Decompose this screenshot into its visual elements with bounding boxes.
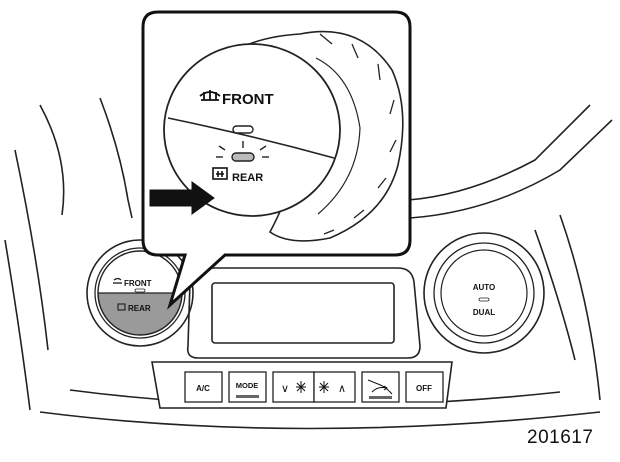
off-label: OFF [416,384,432,393]
fan-up-button[interactable]: ∧ [313,371,356,403]
off-button[interactable]: OFF [405,371,444,403]
fan-up-label: ∧ [338,383,346,395]
left-knob-rear-label: REAR [128,304,151,313]
mode-indicator [236,395,259,398]
ac-label: A/C [196,384,210,393]
zoom-front-label: FRONT [222,91,274,108]
mode-button[interactable]: MODE [228,371,267,403]
front-defroster-icon [199,90,221,101]
rear-defroster-icon [117,303,126,311]
left-knob[interactable]: FRONT REAR [86,239,194,347]
dual-label: DUAL [473,308,495,317]
zoom-knob[interactable]: FRONT REAR [163,30,404,242]
fan-down-label: ∨ [281,383,289,395]
zoom-rear-indicator [231,152,255,162]
figure-number: 201617 [527,427,594,448]
center-display [186,267,421,359]
front-defroster-icon [113,277,122,284]
right-knob[interactable]: AUTO DUAL [423,232,545,354]
recirculation-button[interactable] [361,371,400,403]
indicator-glow [216,141,269,158]
zoom-callout: FRONT REAR [141,10,412,310]
recirculation-icon [367,379,393,395]
fan-icon [296,381,306,393]
zoom-front-indicator [232,125,254,134]
auto-label: AUTO [473,283,496,292]
left-knob-front-label: FRONT [124,279,152,288]
rear-defroster-icon [212,167,228,180]
dashboard-outline [4,97,613,430]
recirculation-indicator [369,396,392,399]
fan-icon [319,381,329,393]
button-strip: A/C MODE ∨ ∧ [151,361,453,409]
zoom-rear-label: REAR [232,172,263,184]
fan-down-button[interactable]: ∨ [272,371,315,403]
left-knob-front-indicator [134,288,146,293]
press-arrow-icon [149,181,215,215]
ac-button[interactable]: A/C [184,371,223,403]
mode-label: MODE [236,381,259,390]
auto-indicator [478,297,490,302]
